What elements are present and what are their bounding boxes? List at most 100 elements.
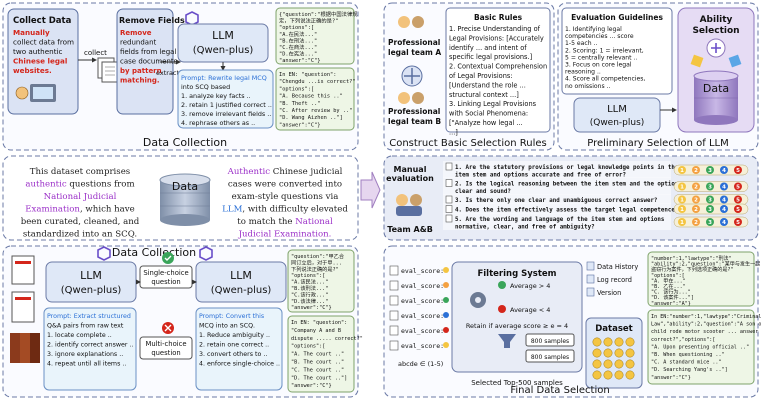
score-option[interactable] (692, 182, 700, 191)
ability-title-2: Selection (692, 26, 739, 36)
samples-b-box (525, 349, 575, 363)
score-option[interactable] (706, 205, 714, 213)
llm-box-bottom-left (45, 261, 137, 303)
json-line: In EN:"number":1,"lawtype":"Criminal (651, 314, 761, 320)
json-line: 定，下列说法正确的是?" (279, 17, 338, 25)
dataset-item-icon (614, 337, 624, 347)
score-option[interactable] (720, 182, 728, 191)
json-line: In EN: "question": (279, 72, 336, 78)
score-option[interactable] (692, 218, 700, 226)
score-dot (443, 267, 449, 273)
score-number: 1 (680, 168, 684, 174)
score-option[interactable] (734, 195, 742, 204)
question-text: item stem and options accurate and free … (455, 173, 627, 179)
prompt-line: Prompt: Rewrite legal MCQ (181, 74, 267, 82)
score-dot (443, 297, 449, 303)
legal-team-a-icon (398, 16, 424, 28)
llm-title-top: LLM (212, 29, 234, 42)
score-option[interactable] (678, 205, 686, 213)
history-icon (586, 287, 595, 297)
score-option[interactable] (734, 218, 742, 226)
score-option[interactable] (734, 205, 742, 213)
basic-rules-title: Basic Rules (474, 13, 523, 22)
json-line: "options":[ (279, 25, 314, 31)
text-line: redundant (120, 39, 157, 47)
score-option[interactable] (720, 218, 728, 226)
dataset-box (585, 317, 643, 389)
extract-arrow-label: extract (156, 69, 180, 77)
score-option[interactable] (734, 166, 742, 174)
summary-line: LLM, with difficulty elevated (222, 205, 348, 215)
score-option[interactable] (706, 166, 714, 174)
history-icon (586, 274, 595, 284)
score-range: abcde ∈ (1-5) (398, 360, 443, 368)
question-text: 5. Are the wording and language of the i… (455, 217, 665, 223)
summary-line: standardized into an SCQ. (23, 230, 137, 240)
guideline-line: no omissions .. (565, 83, 611, 90)
data-collection-title-bottom: Data Collection (112, 246, 196, 259)
score-option[interactable] (706, 195, 714, 204)
history-item: Data History (597, 263, 638, 271)
summary-line: to match the National (237, 217, 333, 227)
puzzle-icon (690, 38, 742, 68)
score-number: 4 (722, 198, 726, 204)
score-number: 3 (708, 207, 712, 213)
score-option[interactable] (678, 166, 686, 174)
rule-line: of Legal Provisions: (449, 72, 513, 80)
json-zh-text-top: {"question":"根据中国法律规定，下列说法正确的是?""options… (279, 10, 358, 64)
json-en-text-final: In EN:"number":1,"lawtype":"CriminalLaw"… (651, 314, 761, 381)
json-zh-text-final: "number":1,"lawtype":"刑法""ability":2,"qu… (651, 255, 760, 307)
dataset-item-icon (592, 348, 602, 358)
score-number: 2 (694, 198, 698, 204)
qwen-logo-icon (97, 246, 213, 261)
score-option[interactable] (734, 182, 742, 191)
dataset-item-icon (625, 348, 635, 358)
json-line: "answer":"C"} (279, 58, 320, 64)
llm-model-bl: (Qwen-plus) (61, 285, 122, 296)
avg-low-label: Average < 4 (510, 306, 550, 314)
json-line: "B. Theft .." (279, 101, 320, 107)
score-option[interactable] (720, 205, 728, 213)
team-a-label-2: legal team A (388, 48, 441, 57)
question-text: 4. Does the item effectively assess the … (455, 208, 679, 214)
document-icon (445, 179, 453, 187)
json-line: {"question":"根据中国法律规 (279, 10, 358, 18)
history-item: Version (597, 289, 621, 297)
score-option[interactable] (692, 195, 700, 204)
books-icon (10, 255, 40, 363)
document-icon (445, 195, 453, 204)
collect-data-title: Collect Data (13, 16, 72, 26)
json-line: "A. The court .." (291, 352, 344, 358)
json-line: "A. Because this .." (279, 94, 343, 100)
score-number: 1 (680, 207, 684, 213)
score-option[interactable] (678, 182, 686, 191)
pipeline-arrow (360, 171, 381, 209)
eval-score-label: eval_score: (401, 267, 444, 275)
json-en-box-top (275, 67, 355, 131)
retain-rule: Retain if average score ≥ e = 4 (466, 322, 568, 330)
question-text: 3. Is there only one clear and unambiguo… (455, 198, 658, 204)
rule-line: with Social Phenomena: (449, 110, 528, 118)
question-text: 2. Is the logical reasoning between the … (455, 182, 682, 188)
score-option[interactable] (720, 166, 728, 174)
summary-line: Examination, which have (25, 205, 135, 215)
score-option[interactable] (678, 218, 686, 226)
score-option[interactable] (692, 166, 700, 174)
score-option[interactable] (692, 205, 700, 213)
score-option[interactable] (678, 195, 686, 204)
document-icon (445, 205, 453, 213)
avg-high-label: Average > 4 (510, 282, 550, 290)
json-line: 盗窃行为案件，下列选项正确的是?" (651, 266, 734, 273)
score-option[interactable] (706, 218, 714, 226)
summary-line: been curated, cleaned, and (21, 217, 140, 227)
score-dot (443, 282, 449, 288)
score-number: 5 (736, 185, 740, 191)
score-option[interactable] (720, 195, 728, 204)
guideline-line: 1. Identifying legal (565, 26, 622, 33)
prompt-line: 3. ignore explanations .. (47, 351, 123, 358)
json-line: "options":[ (291, 273, 325, 279)
score-option[interactable] (706, 182, 714, 191)
manual-label-2: evaluation (386, 174, 434, 183)
